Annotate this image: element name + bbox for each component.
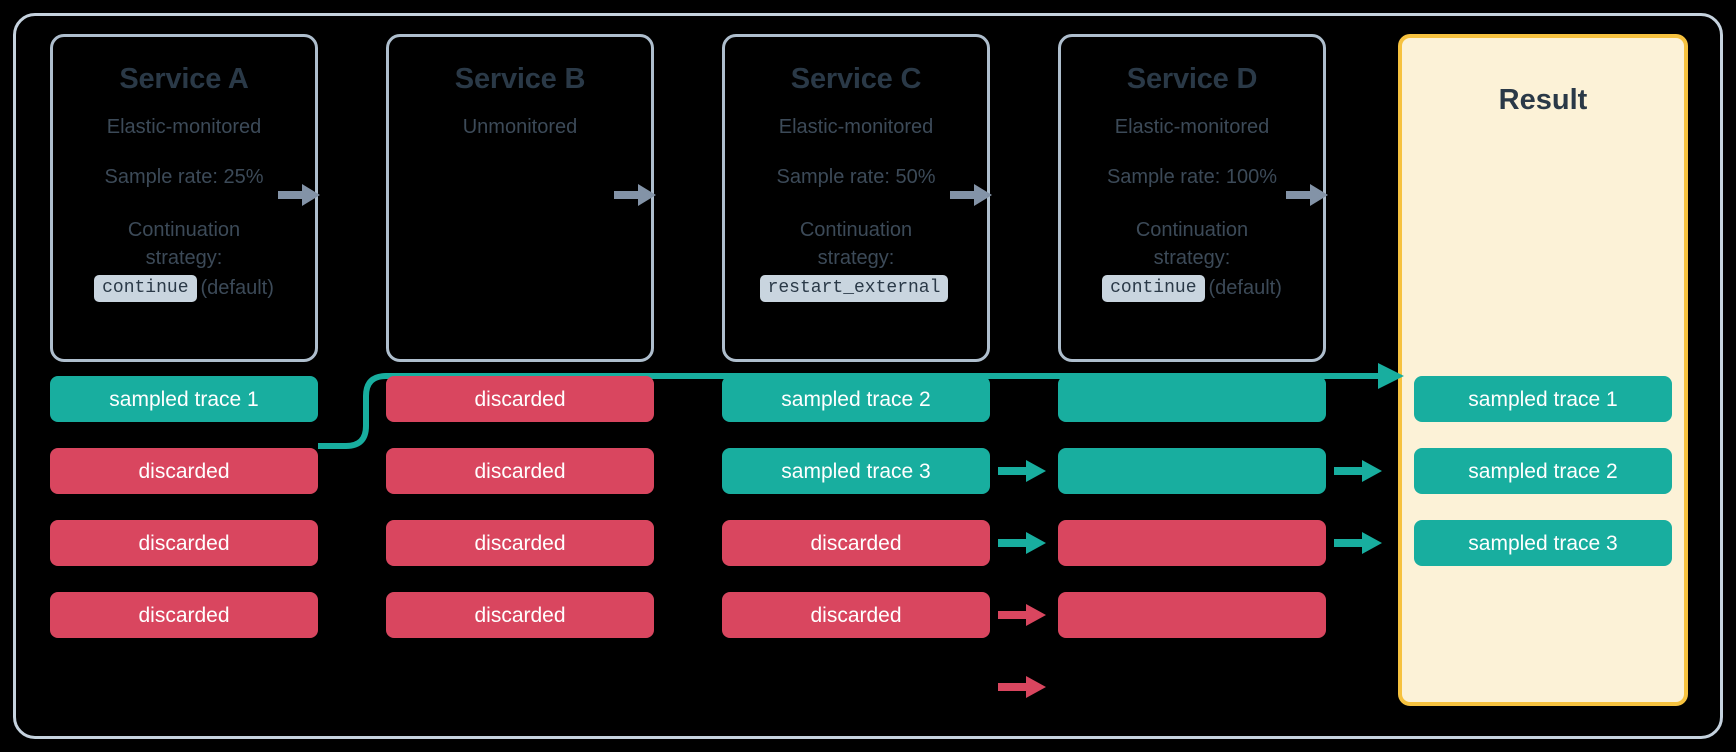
service-d-strategy-line2: strategy: — [1153, 247, 1231, 270]
service-c-title: Service C — [790, 63, 922, 95]
trace-box-a-2: discarded — [50, 448, 318, 494]
service-a-strategy-suffix: (default) — [200, 276, 274, 299]
trace-label: discarded — [474, 459, 566, 483]
service-d-strategy-code: continue — [1102, 274, 1205, 302]
trace-box-c-3: discarded — [722, 520, 990, 566]
service-d-sample-rate: Sample rate: 100% — [1106, 166, 1278, 188]
service-card-b: Service B Unmonitored — [386, 34, 654, 362]
trace-label: discarded — [474, 603, 566, 627]
service-c-monitoring: Elastic-monitored — [778, 116, 934, 138]
flow-arrow-d-to-result-1-icon — [1334, 459, 1382, 483]
trace-label: discarded — [810, 603, 902, 627]
trace-label: discarded — [474, 387, 566, 411]
trace-box-b-3: discarded — [386, 520, 654, 566]
trace-box-b-4: discarded — [386, 592, 654, 638]
flow-arrow-c-to-d-3-icon — [998, 603, 1046, 627]
trace-label: sampled trace 3 — [1468, 531, 1618, 555]
trace-label: sampled trace 3 — [781, 459, 931, 483]
service-d-strategy-line1: Continuation — [1135, 219, 1249, 241]
trace-box-a-4: discarded — [50, 592, 318, 638]
flow-arrow-d-to-result-2-icon — [1334, 531, 1382, 555]
service-c-strategy-code: restart_external — [759, 274, 949, 302]
service-d-strategy-label: Continuation strategy: — [1061, 216, 1323, 273]
service-card-c: Service C Elastic-monitored Sample rate:… — [722, 34, 990, 362]
service-a-sample-rate: Sample rate: 25% — [104, 166, 264, 188]
trace-box-c-2: sampled trace 3 — [722, 448, 990, 494]
result-trace-box-3: sampled trace 3 — [1414, 520, 1672, 566]
service-card-d: Service D Elastic-monitored Sample rate:… — [1058, 34, 1326, 362]
service-a-title: Service A — [119, 63, 249, 95]
trace-label: sampled trace 2 — [781, 387, 931, 411]
header-arrow-right-icon-3 — [950, 184, 992, 206]
trace-box-d-1 — [1058, 376, 1326, 422]
service-a-strategy-code: continue — [94, 274, 197, 302]
trace-box-b-1: discarded — [386, 376, 654, 422]
service-b-title: Service B — [454, 63, 586, 95]
flow-arrow-c-to-d-4-icon — [998, 675, 1046, 699]
service-a-strategy-value: continue(default) — [53, 274, 315, 302]
flow-arrow-c-to-d-1-icon — [998, 459, 1046, 483]
trace-box-c-4: discarded — [722, 592, 990, 638]
result-panel: Result — [1398, 34, 1688, 706]
header-arrow-right-icon-2 — [614, 184, 656, 206]
service-c-sample-rate: Sample rate: 50% — [776, 166, 936, 188]
service-c-strategy-value: restart_external — [725, 274, 987, 302]
trace-box-a-1: sampled trace 1 — [50, 376, 318, 422]
trace-label: discarded — [810, 531, 902, 555]
result-trace-box-2: sampled trace 2 — [1414, 448, 1672, 494]
trace-label: discarded — [474, 531, 566, 555]
trace-label: sampled trace 2 — [1468, 459, 1618, 483]
trace-box-d-2 — [1058, 448, 1326, 494]
service-a-strategy-line1: Continuation — [127, 219, 241, 241]
service-cards-row: Service A Elastic-monitored Sample rate:… — [50, 34, 1690, 364]
service-d-title: Service D — [1126, 63, 1258, 95]
flow-arrow-c-to-d-2-icon — [998, 531, 1046, 555]
header-arrow-right-icon-4 — [1286, 184, 1328, 206]
service-c-strategy-line2: strategy: — [817, 247, 895, 270]
service-d-strategy-value: continue(default) — [1061, 274, 1323, 302]
service-a-monitoring: Elastic-monitored — [106, 116, 262, 138]
service-c-strategy-label: Continuation strategy: — [725, 216, 987, 273]
curved-connector-trace-1 — [318, 363, 1404, 449]
service-c-strategy-line1: Continuation — [799, 219, 913, 241]
trace-label: discarded — [138, 603, 230, 627]
trace-box-d-4 — [1058, 592, 1326, 638]
result-trace-box-1: sampled trace 1 — [1414, 376, 1672, 422]
trace-label: discarded — [138, 531, 230, 555]
service-card-a: Service A Elastic-monitored Sample rate:… — [50, 34, 318, 362]
service-a-strategy-line2: strategy: — [145, 247, 223, 270]
header-arrow-right-icon-1 — [278, 184, 320, 206]
service-d-strategy-suffix: (default) — [1208, 276, 1282, 299]
trace-label: sampled trace 1 — [1468, 387, 1618, 411]
trace-box-a-3: discarded — [50, 520, 318, 566]
service-d-monitoring: Elastic-monitored — [1114, 116, 1270, 138]
service-b-monitoring: Unmonitored — [462, 116, 578, 138]
trace-box-d-3 — [1058, 520, 1326, 566]
service-a-strategy-label: Continuation strategy: — [53, 216, 315, 273]
trace-label: discarded — [138, 459, 230, 483]
trace-box-c-1: sampled trace 2 — [722, 376, 990, 422]
trace-label: sampled trace 1 — [109, 387, 259, 411]
result-title: Result — [1498, 84, 1588, 116]
trace-box-b-2: discarded — [386, 448, 654, 494]
